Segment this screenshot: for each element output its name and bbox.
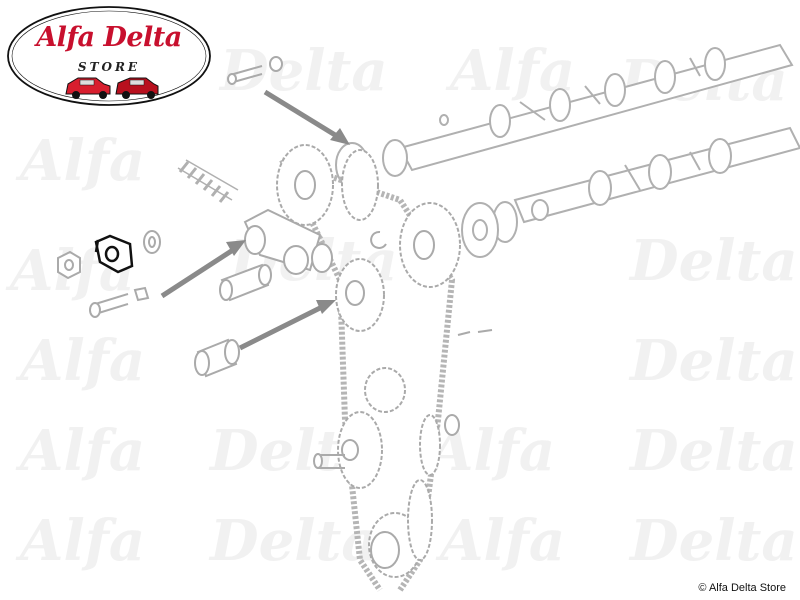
lower-sprocket — [313, 367, 441, 489]
logo-badge — [7, 6, 211, 106]
car-icon — [65, 77, 111, 99]
watermark-layer: Delta Alfa Delta Alfa Alfa Delta Delta A… — [5, 38, 798, 574]
brand-logo: Alfa Delta STORE — [6, 4, 212, 108]
lower-camshaft — [461, 126, 800, 258]
leader-arrows — [160, 89, 350, 351]
upper-right-sprocket — [399, 202, 461, 288]
copyright-text: © Alfa Delta Store — [698, 582, 786, 594]
bushing-upper — [219, 263, 272, 302]
upper-left-sprocket — [276, 144, 379, 226]
timing-chain — [279, 157, 456, 592]
watermark-text: Delta — [628, 328, 798, 394]
watermark-text: Alfa — [15, 128, 145, 194]
watermark-text: Alfa — [15, 328, 145, 394]
logo-store-text: STORE — [77, 60, 141, 74]
watermark-text: Delta — [628, 228, 798, 294]
car-icon — [115, 77, 159, 99]
crankshaft-sprocket — [368, 479, 433, 578]
idler-sprocket — [335, 258, 385, 332]
bushing-lower — [194, 338, 240, 378]
upper-camshaft — [335, 43, 794, 188]
fasteners — [57, 56, 493, 436]
watermark-text: Delta — [628, 508, 798, 574]
watermark-text: Delta — [208, 508, 378, 574]
highlighted-tensioner-bracket — [94, 234, 134, 274]
tensioner-assembly — [243, 208, 387, 275]
tensioner-spring — [177, 159, 239, 203]
watermark-text: Delta — [628, 418, 798, 484]
watermark-text: Alfa — [15, 508, 145, 574]
watermark-text: Alfa — [15, 418, 145, 484]
watermark-text: Alfa — [435, 508, 565, 574]
logo-script-text: Alfa Delta — [36, 22, 182, 53]
